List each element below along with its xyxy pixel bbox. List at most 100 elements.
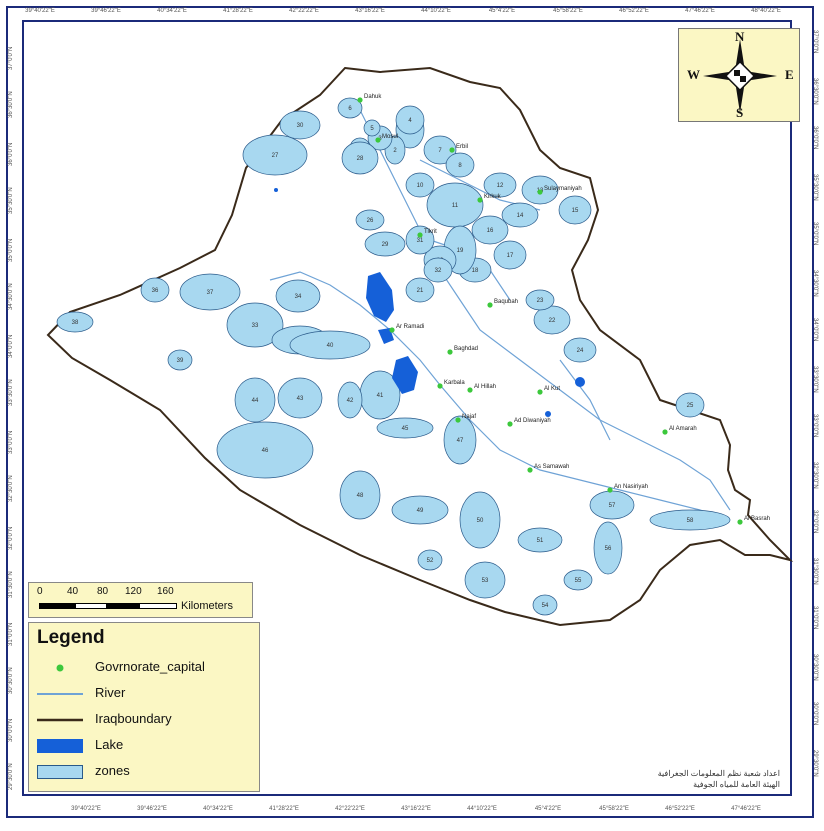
lake-tharthar <box>366 272 394 322</box>
top-tick-label: 40°34'22"E <box>157 8 187 14</box>
compass-star-icon <box>703 39 777 113</box>
zone-label: 36 <box>152 288 159 294</box>
compass-south-label: S <box>736 105 744 120</box>
capital-label: Baqubah <box>494 299 518 305</box>
river-line-icon <box>37 693 83 695</box>
zone-48 <box>339 470 381 520</box>
zone-34 <box>275 279 321 313</box>
zone-label: 11 <box>452 203 459 209</box>
zone-label: 29 <box>382 242 389 248</box>
top-tick-label: 48°40'22"E <box>751 8 781 14</box>
zone-21 <box>405 277 435 303</box>
capital-label: Al Amarah <box>669 426 697 432</box>
bottom-tick-label: 44°10'22"E <box>467 806 497 812</box>
zone-28 <box>341 141 379 175</box>
top-tick-label: 42°22'22"E <box>289 8 319 14</box>
zone-label: 43 <box>297 396 304 402</box>
bottom-tick-label: 46°52'22"E <box>665 806 695 812</box>
scale-label-0: 0 <box>37 586 43 597</box>
zone-54 <box>532 594 558 616</box>
zone-43 <box>277 377 323 419</box>
capital-point-icon <box>56 664 64 672</box>
capital-label: Ad Diwaniyah <box>514 418 551 424</box>
credit-line-1: اعداد شعبة نظم المعلومات الجغرافية <box>657 769 780 778</box>
scale-label-40: 40 <box>67 586 79 597</box>
zone-26 <box>355 209 385 231</box>
zone-53 <box>464 561 506 599</box>
capital-point-icon <box>437 383 443 389</box>
capital-label: Al Kut <box>544 386 560 392</box>
capital-point-icon <box>455 417 461 423</box>
legend-label-lake: Lake <box>95 737 124 752</box>
lakes <box>274 188 585 417</box>
zone-label: 40 <box>327 343 334 349</box>
boundary-line-icon <box>37 718 83 722</box>
capital-point-icon <box>537 189 543 195</box>
zone-label: 4 <box>408 118 412 124</box>
bottom-tick-label: 45°58'22"E <box>599 806 629 812</box>
scale-segment-1 <box>39 603 75 609</box>
zone-label: 39 <box>177 358 184 364</box>
zone-31 <box>405 225 435 255</box>
river-tigris <box>359 109 731 511</box>
zones-layer: 1234567891011121314151617181920212223242… <box>56 97 731 616</box>
legend-item-river: River <box>29 683 261 705</box>
lake-swatch-icon <box>37 739 83 753</box>
zone-56 <box>593 521 623 575</box>
zone-39 <box>167 349 193 371</box>
legend-label-river: River <box>95 685 126 700</box>
capital-point-icon <box>389 327 395 333</box>
capital-label: Al Basrah <box>744 516 770 522</box>
zone-label: 47 <box>457 438 464 444</box>
lake-small-3 <box>274 188 278 192</box>
zone-label: 25 <box>687 403 694 409</box>
zone-label: 23 <box>537 298 544 304</box>
capital-point-icon <box>417 232 423 238</box>
map-legend: Legend Govrnorate_capital River Iraqboun… <box>28 622 260 792</box>
lake-small-2 <box>545 411 551 417</box>
zone-label: 10 <box>417 183 424 189</box>
zone-label: 28 <box>357 156 364 162</box>
scale-label-120: 120 <box>125 586 142 597</box>
zone-label: 56 <box>605 546 612 552</box>
zone-47 <box>443 415 477 465</box>
zone-42 <box>337 381 363 419</box>
map-outer-frame <box>6 6 814 818</box>
scale-label-160: 160 <box>157 586 174 597</box>
legend-label-capital: Govrnorate_capital <box>95 659 205 674</box>
zone-50 <box>459 491 501 549</box>
zone-label: 18 <box>472 268 479 274</box>
zone-label: 51 <box>537 538 544 544</box>
zone-label: 2 <box>393 148 397 154</box>
iraq-boundary <box>46 66 794 627</box>
scale-bar: 0 40 80 120 160 Kilometers <box>28 582 253 618</box>
governorate-capitals: DahukErbilMosulKirkukSulaymaniyahBaqubah… <box>357 94 770 525</box>
legend-label-zones: zones <box>95 763 130 778</box>
bottom-tick-label: 45°4'22"E <box>534 806 562 812</box>
zone-label: 58 <box>687 518 694 524</box>
top-tick-label: 39°40'22"E <box>25 8 55 14</box>
zone-5 <box>363 119 381 137</box>
capital-point-icon <box>447 349 453 355</box>
zone-label: 50 <box>477 518 484 524</box>
zone-label: 14 <box>517 213 524 219</box>
zone-label: 45 <box>402 426 409 432</box>
zone-label: 42 <box>347 398 354 404</box>
zone-label: 26 <box>367 218 374 224</box>
zone-label: 34 <box>295 294 302 300</box>
zone-55 <box>563 569 593 591</box>
capital-point-icon <box>467 387 473 393</box>
zone-label: 52 <box>427 558 434 564</box>
zone-17 <box>493 240 527 270</box>
zone-10 <box>405 172 435 198</box>
top-tick-label: 41°28'22"E <box>223 8 253 14</box>
zone-label: 41 <box>377 393 384 399</box>
bottom-tick-label: 43°16'22"E <box>401 806 431 812</box>
zone-label: 48 <box>357 493 364 499</box>
top-tick-label: 46°52'22"E <box>619 8 649 14</box>
zone-6 <box>337 97 363 119</box>
capital-label: An Nasiriyah <box>614 484 648 490</box>
zone-label: 37 <box>207 290 214 296</box>
bottom-tick-label: 39°46'22"E <box>137 806 167 812</box>
capital-point-icon <box>507 421 513 427</box>
